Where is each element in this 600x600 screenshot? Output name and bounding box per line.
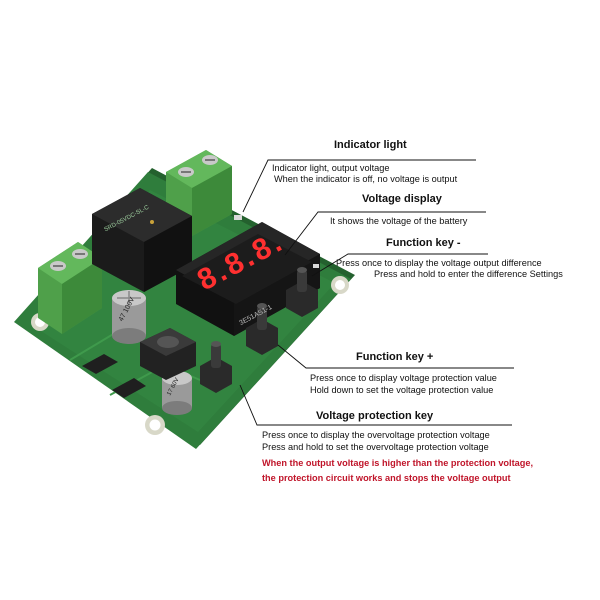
smd-component [313, 264, 319, 268]
protection-warning1: When the output voltage is higher than t… [262, 458, 534, 468]
function-minus-line1: Press once to display the voltage output… [336, 258, 542, 268]
indicator-led [234, 215, 242, 220]
protection-title: Voltage protection key [316, 410, 434, 422]
protection-warning2: the protection circuit works and stops t… [262, 473, 511, 483]
leader-lines [239, 159, 514, 426]
indicator-line2: When the indicator is off, no voltage is… [274, 174, 458, 184]
function-minus-title: Function key - [386, 237, 461, 249]
terminal-block-left [38, 242, 102, 334]
display-line1: It shows the voltage of the battery [330, 216, 468, 226]
display-title: Voltage display [362, 193, 442, 205]
function-plus-title: Function key + [356, 351, 434, 363]
protection-line2: Press and hold to set the overvoltage pr… [262, 442, 489, 452]
function-plus-line2: Hold down to set the voltage protection … [310, 385, 494, 395]
button-minus [286, 267, 318, 317]
protection-line1: Press once to display the overvoltage pr… [262, 430, 490, 440]
seven-segment-display [176, 222, 320, 336]
indicator-line1: Indicator light, output voltage [272, 163, 390, 173]
relay [92, 188, 192, 292]
function-minus-line2: Press and hold to enter the difference S… [374, 269, 563, 279]
inductor [140, 328, 196, 380]
function-plus-line1: Press once to display voltage protection… [310, 373, 497, 383]
ic-chip [112, 378, 146, 398]
button-plus [246, 303, 278, 355]
button-protection [200, 341, 232, 393]
capacitor-large [112, 290, 146, 344]
indicator-title: Indicator light [334, 139, 407, 151]
ic-chip [82, 354, 118, 374]
